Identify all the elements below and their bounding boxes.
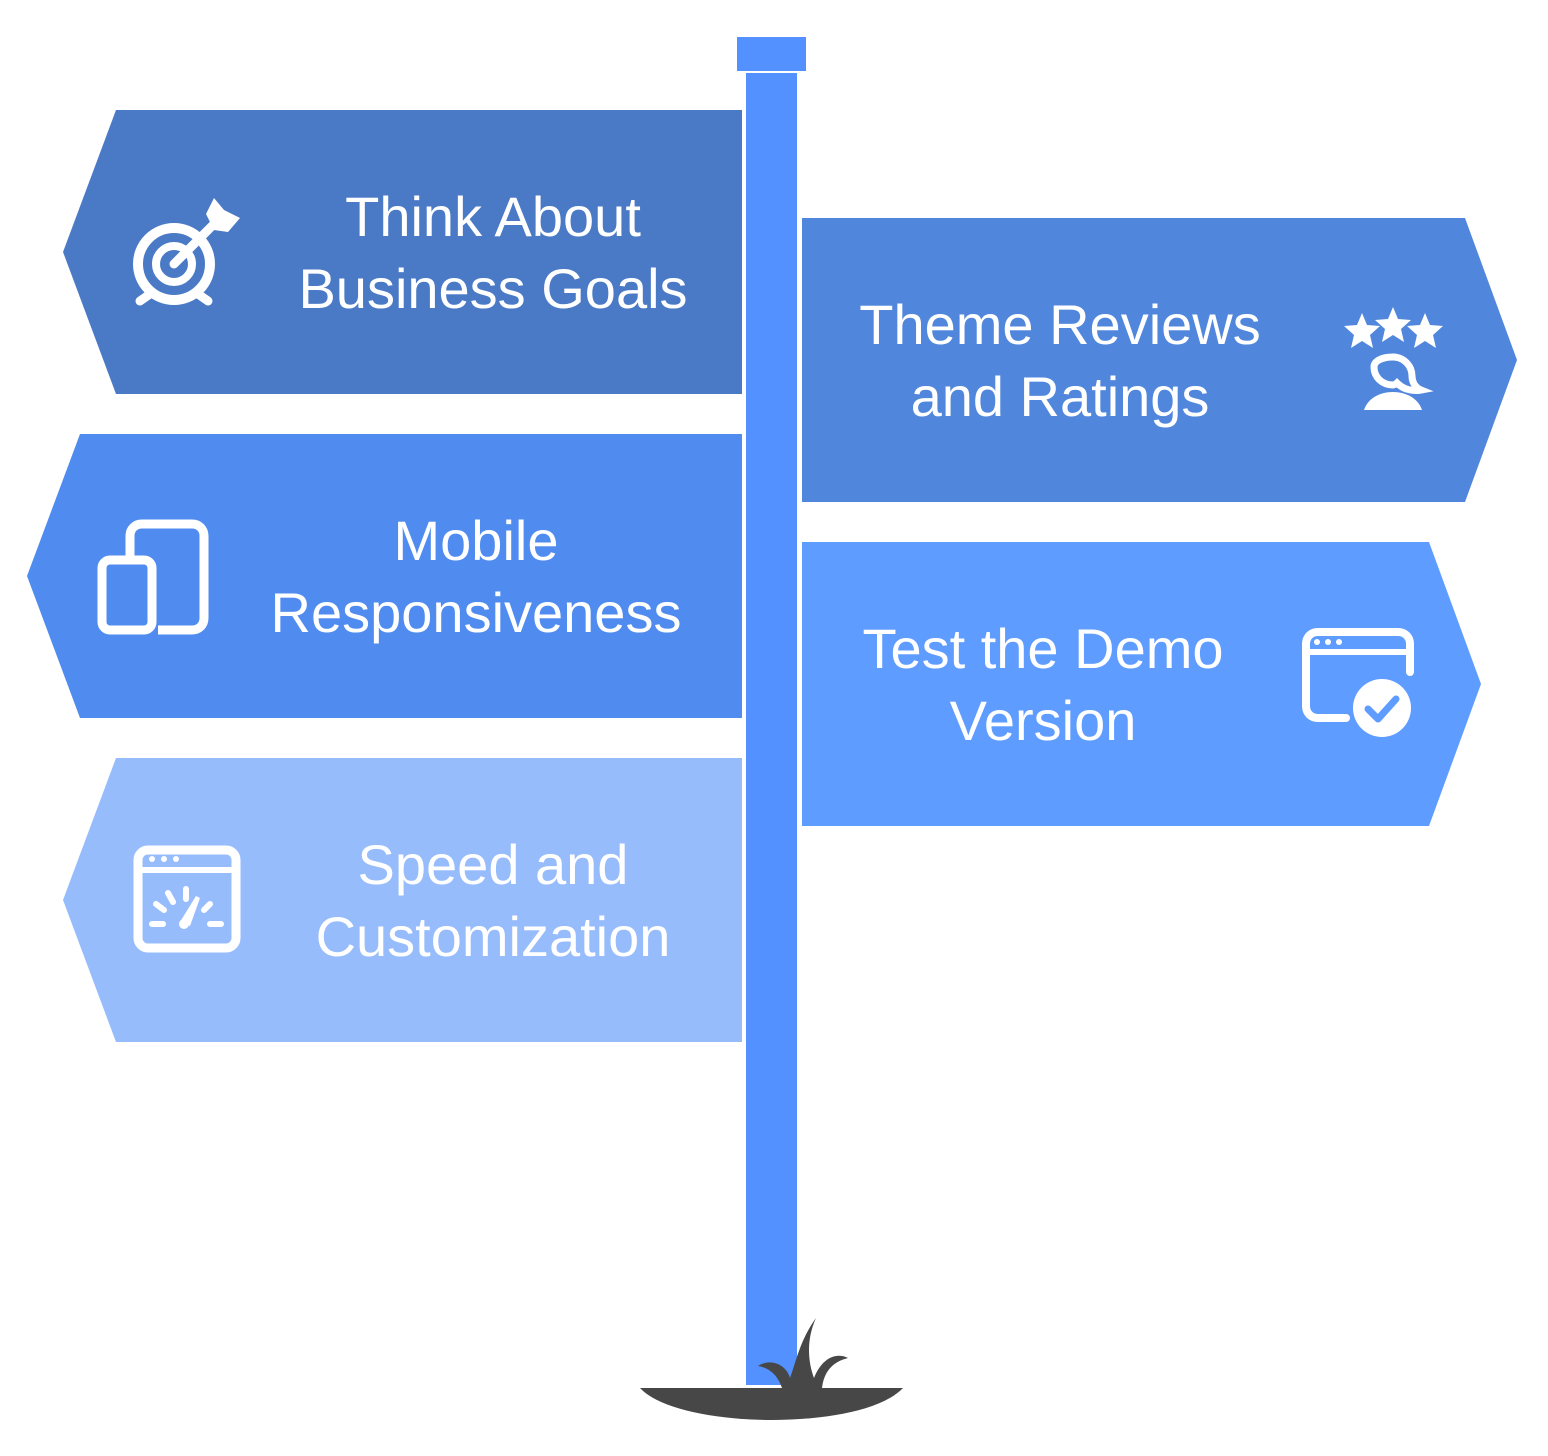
sign-label-line: Business Goals	[298, 257, 688, 320]
sign-label-speed-customization: Speed and Customization	[250, 829, 736, 973]
sign-label-line: and Ratings	[910, 365, 1210, 428]
stars-reviewer-icon	[1344, 307, 1443, 410]
sign-label-mobile-responsiveness: Mobile Responsiveness	[222, 505, 730, 649]
sign-label-line: Customization	[315, 905, 671, 968]
sign-mobile-responsiveness	[27, 434, 742, 718]
sign-label-theme-reviews: Theme Reviews and Ratings	[820, 289, 1300, 433]
sign-test-demo	[802, 542, 1481, 826]
grass-icon	[758, 1318, 848, 1388]
pole-cap	[737, 37, 806, 71]
sign-label-line: Think About	[345, 185, 641, 248]
sign-label-business-goals: Think About Business Goals	[230, 181, 756, 325]
devices-icon	[97, 519, 209, 635]
sign-label-line: Mobile	[393, 509, 559, 572]
ground-mound	[640, 1388, 903, 1420]
browser-speedometer-icon	[133, 845, 241, 953]
sign-label-line: Responsiveness	[270, 581, 682, 644]
sign-label-test-demo: Test the Demo Version	[820, 613, 1266, 757]
sign-speed-customization	[63, 758, 742, 1042]
pole	[746, 73, 797, 1385]
browser-check-icon	[1302, 628, 1414, 737]
sign-label-line: Speed and	[357, 833, 629, 896]
target-arrow-icon	[133, 198, 240, 306]
sign-theme-reviews	[802, 218, 1517, 502]
sign-label-line: Theme Reviews	[859, 293, 1261, 356]
sign-label-line: Test the Demo	[862, 617, 1224, 680]
sign-label-line: Version	[949, 689, 1137, 752]
sign-business-goals	[63, 110, 742, 394]
